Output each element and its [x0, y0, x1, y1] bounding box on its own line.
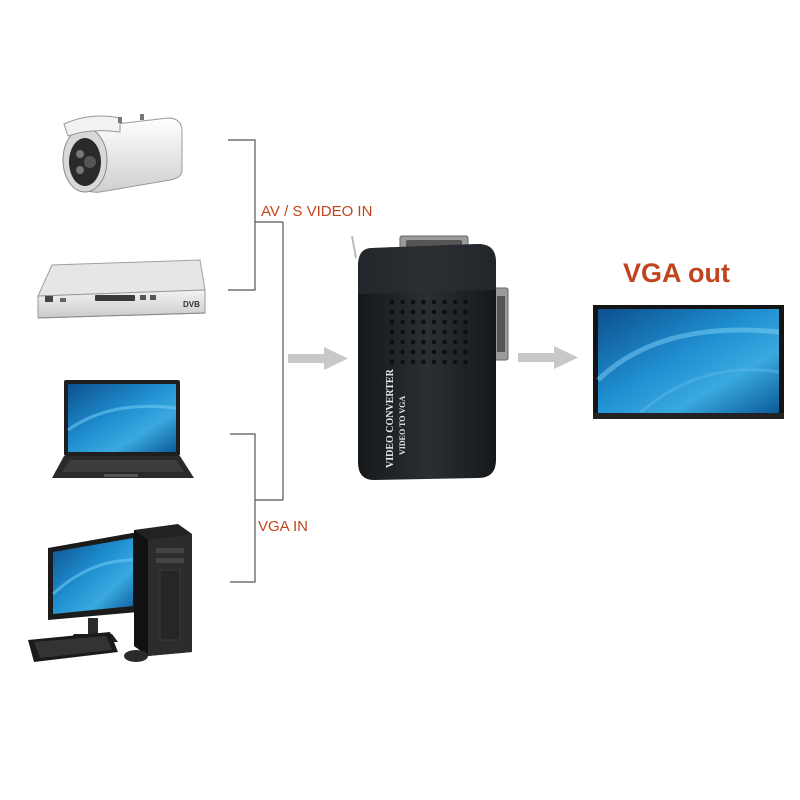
vent-hole: [442, 309, 447, 315]
vent-hole: [431, 359, 437, 365]
laptop-icon: [52, 380, 194, 478]
vent-hole: [431, 349, 437, 355]
vent-hole: [389, 349, 395, 355]
dvd-player-icon: [37, 259, 206, 319]
vent-hole: [410, 349, 416, 355]
vent-hole: [463, 359, 468, 365]
vent-hole: [452, 359, 458, 365]
vent-hole: [389, 299, 395, 305]
vent-hole: [400, 319, 405, 325]
vent-hole: [410, 309, 416, 315]
vent-hole: [421, 309, 426, 315]
arrow-to-converter: [288, 347, 348, 370]
vent-hole: [410, 339, 416, 345]
vent-hole: [389, 329, 395, 335]
vent-hole: [442, 339, 447, 345]
vent-hole: [431, 319, 437, 325]
vent-hole: [400, 359, 405, 365]
vent-hole: [431, 329, 437, 335]
vent-hole: [410, 319, 416, 325]
vent-hole: [463, 329, 468, 335]
vent-hole: [452, 329, 458, 335]
dvb-logo: DVB: [183, 300, 200, 309]
vent-hole: [389, 339, 395, 345]
vent-hole: [452, 319, 458, 325]
vent-hole: [421, 299, 426, 305]
vent-hole: [463, 309, 468, 315]
vent-hole: [452, 339, 458, 345]
vent-hole: [410, 359, 416, 365]
arrow-to-monitor: [518, 346, 578, 369]
vent-hole: [463, 349, 468, 355]
vga-monitor-icon: [593, 305, 784, 419]
vent-hole: [452, 299, 458, 305]
vent-hole: [421, 319, 426, 325]
vent-hole: [421, 339, 426, 345]
vent-hole: [442, 359, 447, 365]
vent-hole: [421, 359, 426, 365]
vent-hole: [452, 309, 458, 315]
video-converter-box: [351, 235, 509, 480]
vent-hole: [431, 299, 437, 305]
vent-hole: [442, 319, 447, 325]
vent-hole: [400, 329, 405, 335]
desktop-computer-icon: [28, 524, 192, 662]
vent-hole: [389, 309, 395, 315]
vent-hole: [463, 299, 468, 305]
converter-vent-grille: [389, 299, 468, 365]
vent-hole: [463, 339, 468, 345]
vent-hole: [400, 299, 405, 305]
vent-hole: [389, 359, 395, 365]
device-label-converter: VIDEO CONVERTER: [385, 369, 396, 468]
vent-hole: [452, 349, 458, 355]
vent-hole: [431, 309, 437, 315]
av-svideo-in-label: AV / S VIDEO IN: [261, 203, 373, 220]
vent-hole: [442, 329, 447, 335]
vent-hole: [442, 299, 447, 305]
vent-hole: [442, 349, 447, 355]
vent-hole: [389, 319, 395, 325]
vga-out-label: VGA out: [623, 258, 730, 288]
vent-hole: [410, 329, 416, 335]
vent-hole: [463, 319, 468, 325]
security-camera-icon: [62, 114, 183, 193]
vent-hole: [421, 329, 426, 335]
input-bracket-lines: [228, 139, 284, 583]
vent-hole: [431, 339, 437, 345]
device-label-video-to-vga: VIDEO TO VGA: [398, 395, 407, 455]
vent-hole: [421, 349, 426, 355]
vga-in-label: VGA IN: [258, 518, 309, 535]
vent-hole: [410, 299, 416, 305]
vent-hole: [400, 339, 405, 345]
vent-hole: [400, 309, 405, 315]
vent-hole: [400, 349, 405, 355]
